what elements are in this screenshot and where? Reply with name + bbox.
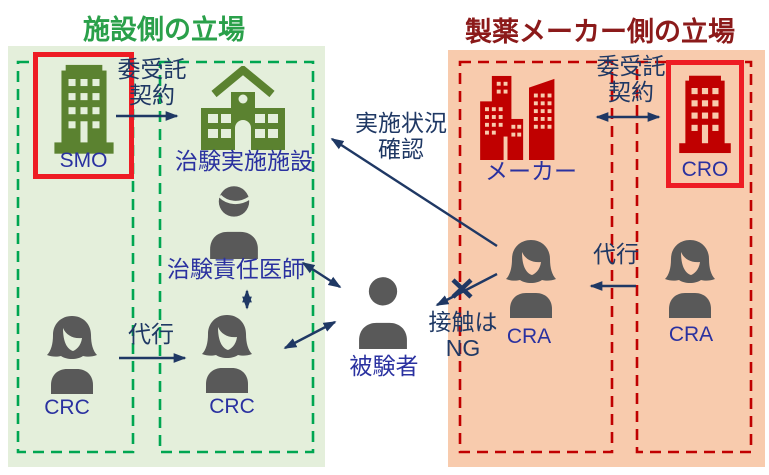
pharma-side-title: 製薬メーカー側の立場	[465, 17, 735, 47]
smo-label: SMO	[59, 149, 108, 172]
investigator-label: 治験責任医師	[167, 256, 305, 282]
crc-inner-icon	[195, 312, 259, 399]
office-building-icon	[679, 75, 731, 154]
cra-outer-label: CRA	[668, 323, 714, 346]
crc-outer-icon	[40, 314, 104, 399]
cro-highlight-box: CRO	[666, 60, 744, 188]
trial-site-label: 治験実施施設	[175, 148, 313, 174]
subject-icon	[348, 275, 418, 354]
contact-ng-label: 接触は NG	[428, 309, 498, 362]
crc-inner-label: CRC	[209, 395, 255, 418]
status-check-label: 実施状況 確認	[355, 110, 447, 163]
proxy-right-label: 代行	[593, 241, 639, 267]
consignment-contract-right-label: 委受託 契約	[596, 53, 666, 106]
office-building-icon	[53, 64, 114, 154]
facility-side-title: 施設側の立場	[83, 15, 245, 45]
cro-label: CRO	[681, 158, 729, 181]
proxy-left-label: 代行	[128, 321, 174, 347]
consignment-contract-left-label: 委受託 契約	[117, 56, 187, 109]
cra-inner-label: CRA	[506, 325, 552, 348]
crc-outer-label: CRC	[44, 396, 90, 419]
maker-label: メーカー	[485, 158, 577, 184]
trial-site-icon	[195, 64, 291, 157]
cra-outer-icon	[658, 238, 722, 323]
cra-inner-icon	[499, 238, 563, 323]
maker-buildings-icon	[478, 74, 580, 165]
investigator-icon	[199, 183, 269, 264]
subject-label: 被験者	[349, 353, 419, 379]
